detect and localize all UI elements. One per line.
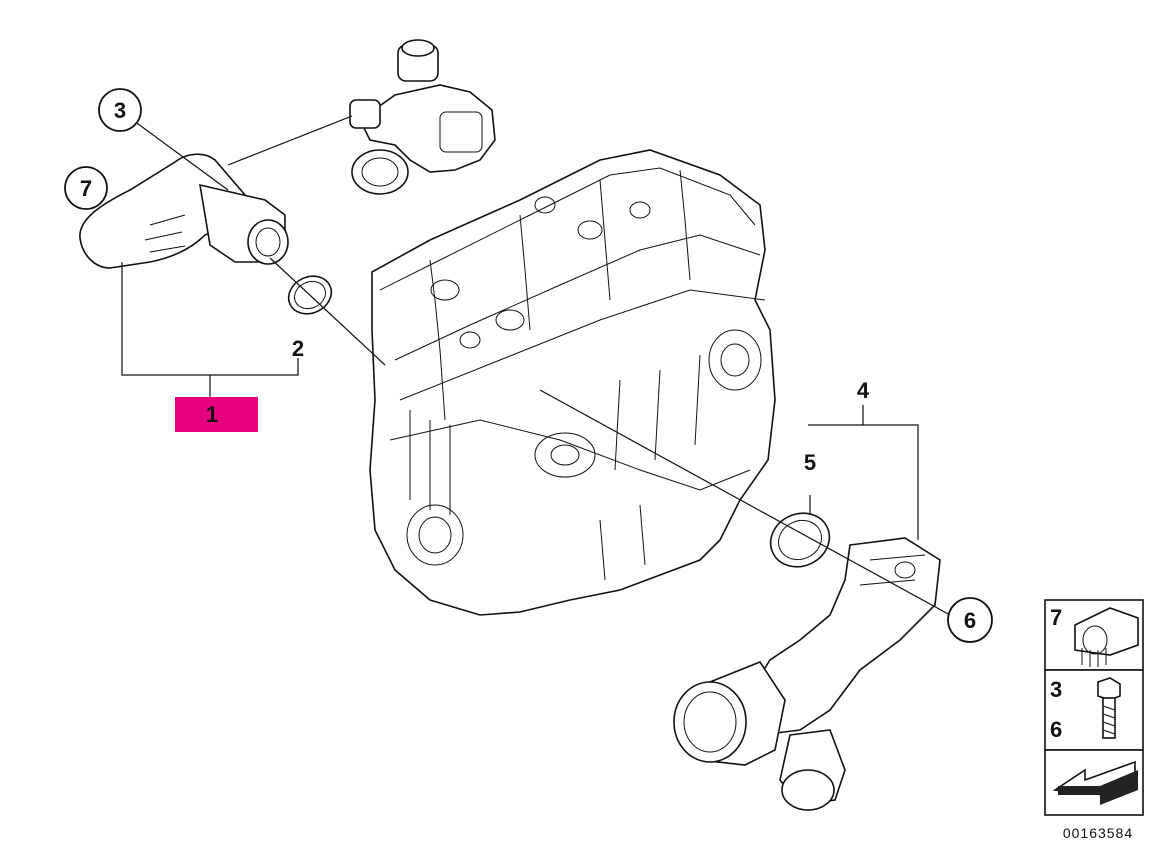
callout-5-label[interactable]: 5 bbox=[804, 450, 816, 475]
leader-lines bbox=[121, 115, 951, 616]
callout-1-label: 1 bbox=[206, 402, 218, 427]
engine-block bbox=[369, 149, 776, 616]
o-ring-lower-inner bbox=[778, 519, 822, 561]
arrow-icon bbox=[1052, 760, 1138, 805]
callout-3-label: 3 bbox=[114, 98, 126, 123]
legend-panel: 7 3 6 bbox=[1044, 599, 1144, 816]
callout-4-label[interactable]: 4 bbox=[857, 378, 870, 403]
legend-item-3-label: 3 bbox=[1050, 677, 1062, 702]
callout-2-label[interactable]: 2 bbox=[292, 336, 304, 361]
thermostat-housing-upper bbox=[349, 39, 496, 195]
callout-1-highlight[interactable]: 1 bbox=[175, 397, 258, 432]
o-ring-upper-inner bbox=[293, 280, 327, 310]
callout-7[interactable]: 7 bbox=[64, 166, 108, 210]
legend-item-6-label: 6 bbox=[1050, 717, 1062, 742]
coolant-pipe-lower bbox=[673, 537, 941, 811]
o-ring-lower bbox=[769, 512, 831, 568]
diagram-number: 00163584 bbox=[1063, 825, 1133, 841]
hose-clamp-icon bbox=[1074, 607, 1139, 667]
callout-3[interactable]: 3 bbox=[98, 88, 142, 132]
callout-6[interactable]: 6 bbox=[947, 597, 993, 643]
callout-6-label: 6 bbox=[964, 608, 976, 633]
legend-item-7-label: 7 bbox=[1050, 605, 1062, 630]
callout-7-label: 7 bbox=[80, 176, 92, 201]
coolant-hose-upper bbox=[79, 153, 289, 269]
bolt-icon bbox=[1097, 677, 1121, 739]
